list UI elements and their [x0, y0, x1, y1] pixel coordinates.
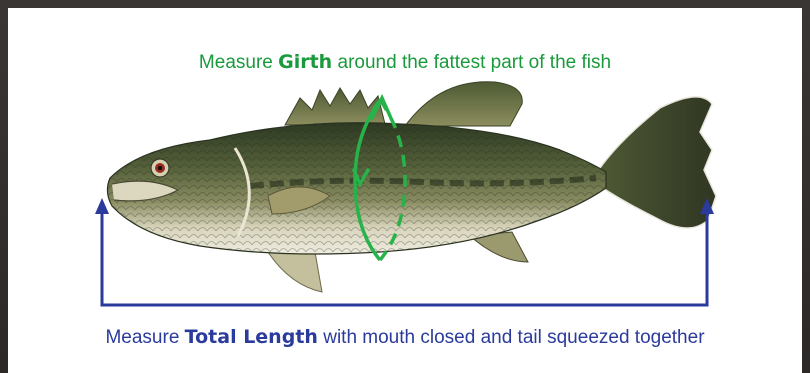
- tail-fin: [600, 97, 716, 228]
- fish-diagram: [8, 8, 802, 373]
- length-caption-emphasis: Total Length: [185, 326, 318, 348]
- figure-panel: Measure Girth around the fattest part of…: [8, 8, 802, 373]
- length-caption: Measure Total Length with mouth closed a…: [8, 326, 802, 349]
- length-caption-suffix: with mouth closed and tail squeezed toge…: [318, 327, 705, 348]
- length-arrowhead-left: [95, 198, 109, 214]
- fish-illustration: [107, 82, 716, 292]
- dorsal-fin-soft: [405, 82, 522, 126]
- pelvic-fin: [268, 252, 322, 292]
- length-caption-prefix: Measure: [105, 327, 184, 348]
